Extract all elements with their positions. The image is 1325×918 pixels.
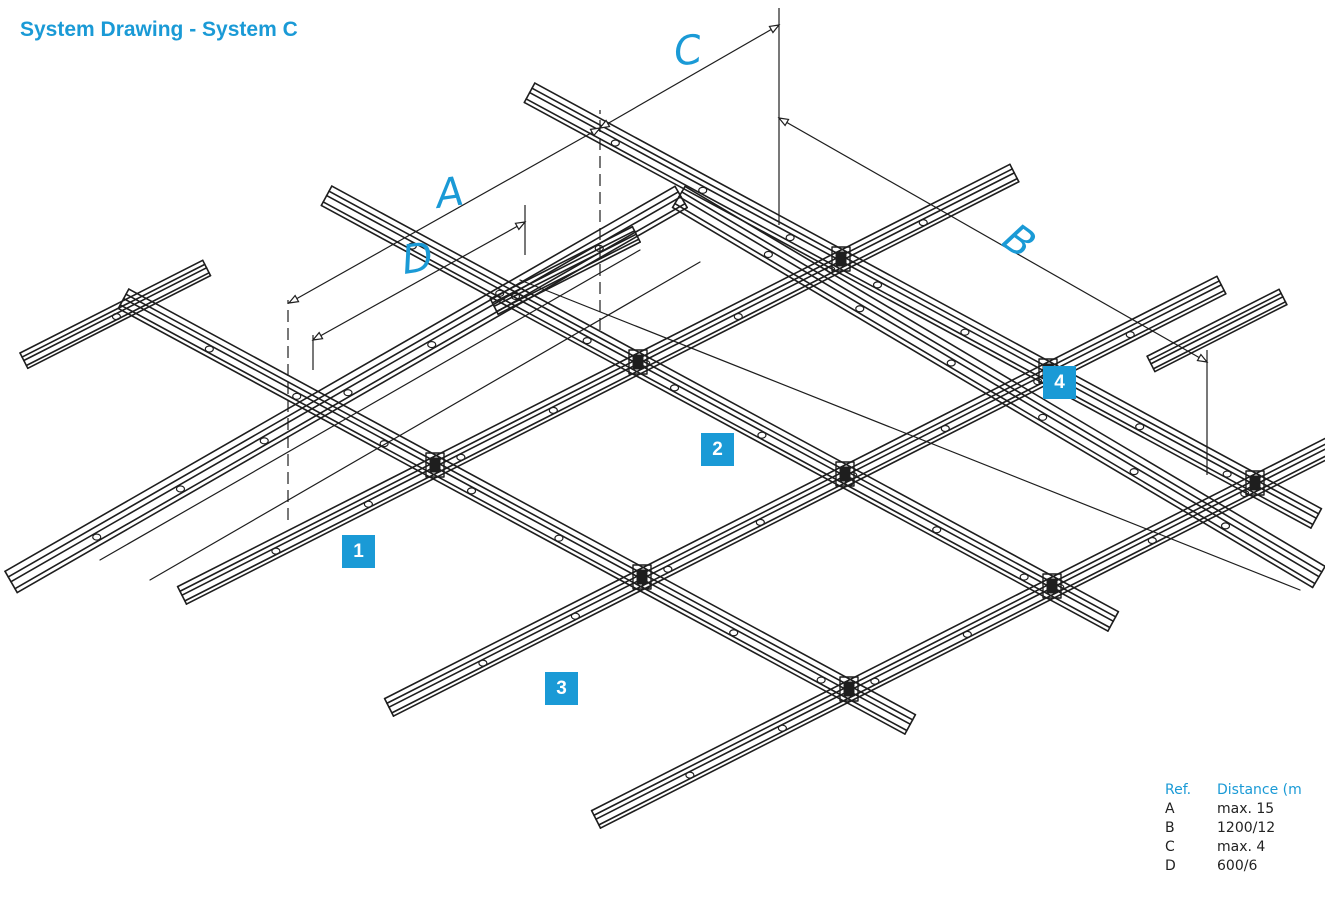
cross-tee [383,275,1227,717]
carrier-channel [149,261,701,581]
dimension-label-a: A [430,169,466,219]
dimension-lines [287,8,1209,520]
connector-clip [632,564,652,590]
legend-header-ref: Ref. [1165,781,1192,798]
connector-clip [1042,573,1062,599]
dimension-line-a [287,127,602,304]
dimension-line-b [777,117,1209,363]
grid-structure [4,82,1325,829]
connector-clip [831,246,851,272]
stub-tee [1146,288,1288,373]
connector-clip-tab [835,251,847,267]
connector-clip [835,461,855,487]
legend-ref: D [1165,857,1176,874]
distance-legend: Ref. Distance (m A max. 15 B 1200/12 C m… [1165,780,1302,875]
page-title: System Drawing - System C [20,18,298,41]
connector-clip-tab [843,681,855,697]
legend-row: A max. 15 [1165,799,1302,818]
connector-clip [839,676,859,702]
stub-tee [19,259,212,370]
dimension-label-b: B [994,215,1043,268]
dimension-label-c: C [671,26,705,75]
carrier-channel [99,249,641,561]
dimension-labels: A B C D [399,26,1043,283]
callout-badge-4: 4 [1043,366,1076,399]
dimension-label-d: D [399,234,436,284]
legend-row: C max. 4 [1165,837,1302,856]
main-tee [523,82,1323,529]
connector-clip [628,349,648,375]
legend-ref: B [1165,819,1175,836]
legend-row: D 600/6 [1165,856,1302,875]
callout-badge-2: 2 [701,433,734,466]
legend-distance: 600/6 [1217,857,1258,874]
stub-tee [489,225,641,315]
cross-tee [176,163,1020,605]
connector-clip-tab [1046,578,1058,594]
dimension-line-d [311,221,527,341]
legend-distance: max. 15 [1217,800,1275,817]
legend-ref: C [1165,838,1175,855]
legend-header: Ref. Distance (m [1165,780,1302,799]
legend-row: B 1200/12 [1165,818,1302,837]
connector-clip-tab [632,354,644,370]
connector-clip-tab [839,466,851,482]
connector-clip [1245,470,1265,496]
callout-badge-1: 1 [342,535,375,568]
wall-angle-left [4,185,689,594]
callout-badge-3: 3 [545,672,578,705]
legend-ref: A [1165,800,1175,817]
carrier-channel [519,279,1301,591]
legend-distance: max. 4 [1217,838,1266,855]
connector-clip-tab [636,569,648,585]
cross-tee [590,437,1325,829]
connector-clip-tab [1249,475,1261,491]
connector-clip [425,452,445,478]
main-tee [117,288,917,735]
dimension-line-c [598,24,781,129]
connector-clip-tab [429,457,441,473]
legend-distance: 1200/12 [1217,819,1276,836]
legend-header-distance: Distance (m [1217,781,1302,798]
